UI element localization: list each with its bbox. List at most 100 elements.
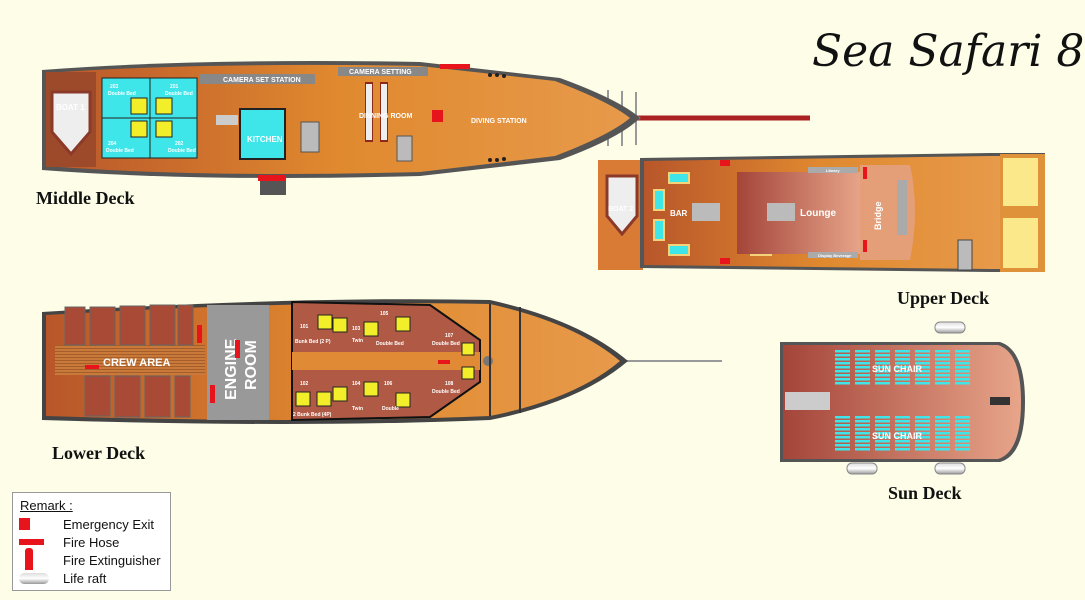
sun-chair [855, 424, 870, 427]
sun-chair [895, 428, 910, 431]
sun-chair [935, 362, 950, 365]
sun-chair [835, 420, 850, 423]
sun-chair [875, 382, 890, 385]
sun-chair [935, 354, 950, 357]
sun-chair [955, 440, 970, 443]
sun-chair [835, 424, 850, 427]
sun-chair [855, 354, 870, 357]
sun-chair [935, 358, 950, 361]
legend-fire-hose: Fire Hose [63, 535, 120, 550]
svg-text:Double Bed: Double Bed [108, 91, 136, 97]
sun-chair [875, 350, 890, 353]
sun-chair [935, 378, 950, 381]
sun-chair [855, 358, 870, 361]
lounge-label: Lounge [800, 208, 837, 219]
fire-extinguisher-icon [235, 340, 240, 358]
sun-chair [895, 374, 910, 377]
sun-chair [955, 436, 970, 439]
sun-chair [875, 432, 890, 435]
sun-chair [915, 382, 930, 385]
sun-chair [835, 366, 850, 369]
svg-text:204: 204 [108, 141, 117, 147]
sun-chair [835, 444, 850, 447]
sun-chair [955, 362, 970, 365]
sun-chair [835, 370, 850, 373]
sun-chair [875, 420, 890, 423]
sun-chair [875, 374, 890, 377]
svg-text:Double Bed: Double Bed [376, 341, 404, 347]
sun-chair [915, 424, 930, 427]
fire-extinguisher-icon [720, 160, 730, 166]
svg-text:Bunk Bed (2 P): Bunk Bed (2 P) [295, 339, 331, 345]
svg-text:101: 101 [300, 324, 309, 330]
title: Sea Safari 8 [812, 26, 1084, 77]
sun-chair [915, 378, 930, 381]
sun-chair [875, 436, 890, 439]
sun-chair [835, 358, 850, 361]
sun-chair [875, 448, 890, 451]
sun-chair [895, 382, 910, 385]
life-raft-icon [19, 573, 49, 584]
sun-chair [875, 366, 890, 369]
sun-chair [855, 350, 870, 353]
sun-chair [895, 358, 910, 361]
legend-emergency-exit: Emergency Exit [63, 517, 155, 532]
sun-chair [895, 440, 910, 443]
svg-text:Double Bed: Double Bed [165, 91, 193, 97]
svg-text:Double Bed: Double Bed [432, 389, 460, 395]
sun-chair [895, 354, 910, 357]
sun-chair [955, 428, 970, 431]
sun-chair [835, 374, 850, 377]
sun-chair [935, 366, 950, 369]
sun-chair [875, 440, 890, 443]
diving-station-label: DIVING STATION [471, 118, 527, 125]
svg-text:Double Bed: Double Bed [168, 148, 196, 154]
lifeboat-2 [605, 174, 639, 237]
sun-chair [915, 436, 930, 439]
sun-chair [855, 440, 870, 443]
sun-chair [895, 432, 910, 435]
svg-text:Library: Library [826, 168, 840, 173]
sun-chair-label: SUN CHAIR [872, 364, 923, 374]
camera-set-station-label: CAMERA SET STATION [223, 77, 301, 84]
sun-chair [955, 366, 970, 369]
svg-text:Display Beverage: Display Beverage [818, 253, 852, 258]
sun-chair [895, 416, 910, 419]
sun-chair [835, 436, 850, 439]
sun-chair [955, 424, 970, 427]
sun-chair [915, 448, 930, 451]
svg-text:107: 107 [445, 333, 454, 339]
sun-chair [935, 436, 950, 439]
sun-chair [875, 424, 890, 427]
svg-text:104: 104 [352, 381, 361, 387]
sun-chair [835, 354, 850, 357]
sun-chair [835, 428, 850, 431]
sun-chair [955, 448, 970, 451]
sun-chair [855, 378, 870, 381]
svg-text:Double Bed: Double Bed [432, 341, 460, 347]
lifeboat-1 [50, 90, 92, 157]
sun-chair [935, 370, 950, 373]
sun-chair [915, 428, 930, 431]
sun-chair [955, 374, 970, 377]
sun-chair [915, 374, 930, 377]
crew-area-label: CREW AREA [103, 357, 170, 369]
fire-extinguisher-icon [210, 385, 215, 403]
sun-chair [955, 354, 970, 357]
sun-chair [935, 420, 950, 423]
kitchen-label: KITCHEN [247, 135, 283, 144]
sun-chair [955, 444, 970, 447]
svg-text:201: 201 [170, 84, 179, 90]
legend-life-raft: Life raft [63, 571, 107, 586]
bridge-label: Bridge [873, 201, 883, 230]
sun-chair [935, 432, 950, 435]
svg-text:106: 106 [384, 381, 393, 387]
sun-chair [935, 374, 950, 377]
sun-chair [875, 370, 890, 373]
svg-text:Double: Double [382, 406, 399, 412]
sun-chair [855, 362, 870, 365]
sun-chair [875, 428, 890, 431]
lower-deck-title: Lower Deck [52, 443, 145, 463]
